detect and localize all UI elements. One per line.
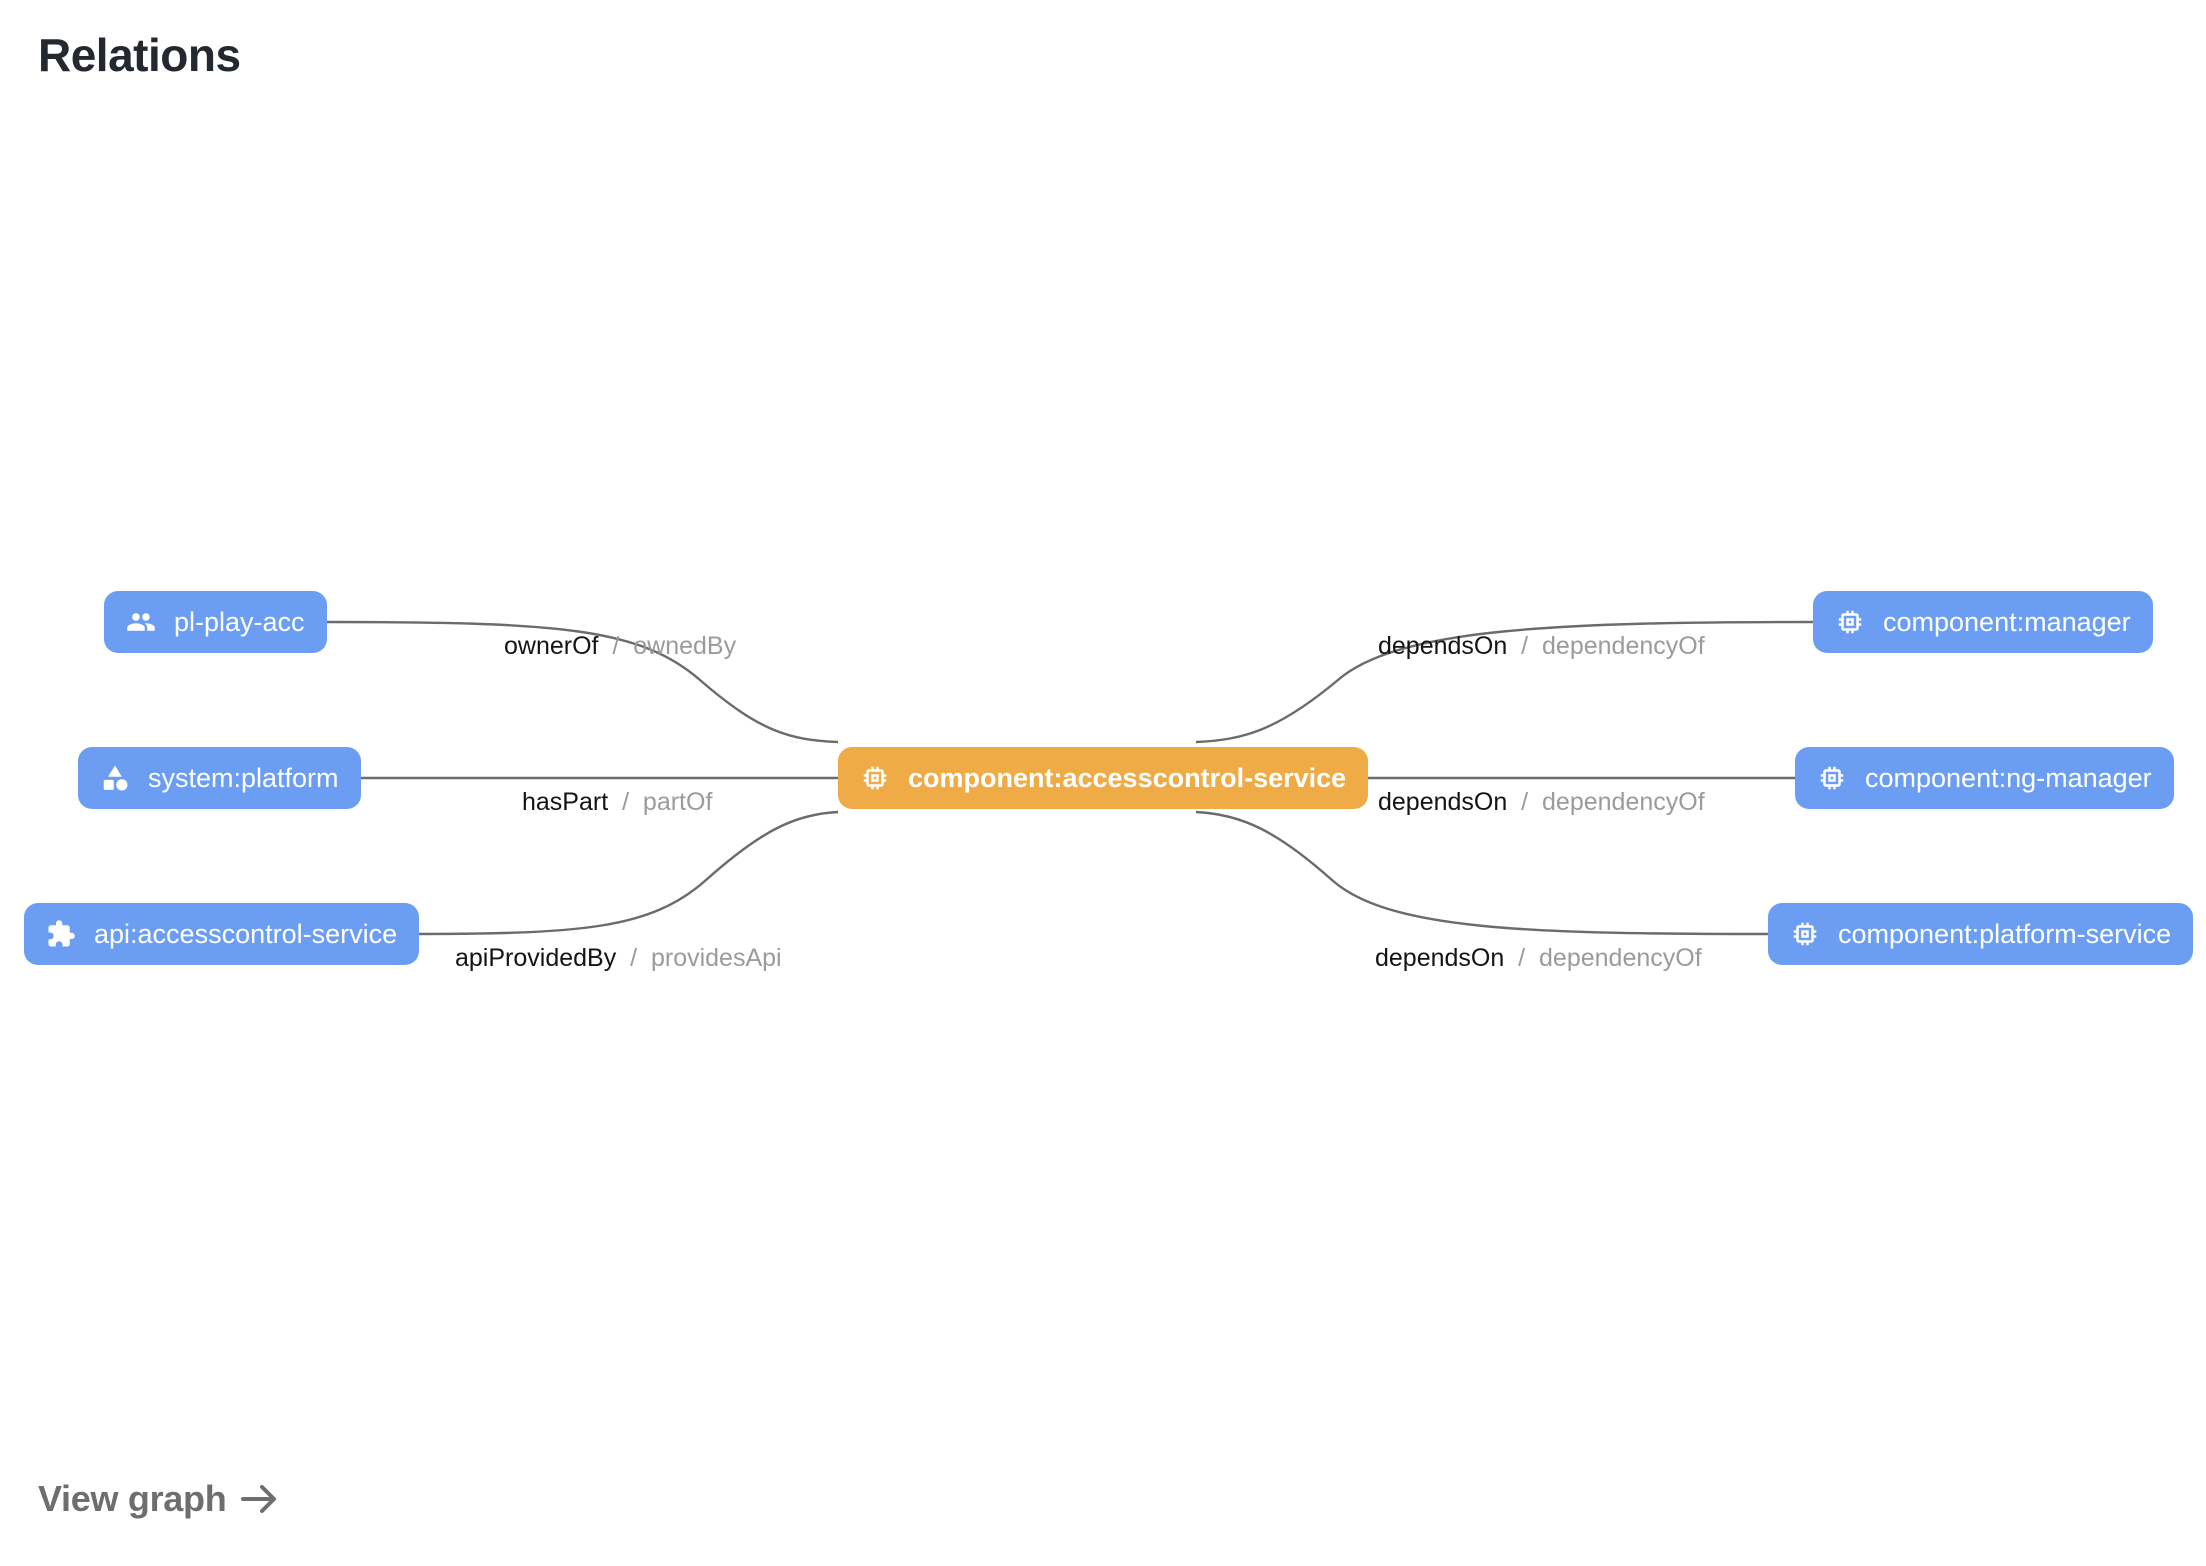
edge-label-forward: dependsOn bbox=[1378, 632, 1508, 660]
edge-label-dependsOn-platform-service: dependsOn / dependencyOf bbox=[1375, 946, 1702, 971]
graph-node-label: component:accesscontrol-service bbox=[908, 762, 1347, 793]
edge-label-forward: hasPart bbox=[522, 788, 609, 816]
graph-node-component-platform-service[interactable]: component:platform-service bbox=[1768, 903, 2194, 965]
edge-label-separator: / bbox=[615, 788, 636, 816]
edge-label-reverse: dependencyOf bbox=[1542, 632, 1705, 660]
edge-label-reverse: ownedBy bbox=[633, 632, 737, 660]
graph-node-system-platform[interactable]: system:platform bbox=[78, 747, 361, 809]
graph-node-label: pl-play-acc bbox=[174, 606, 305, 637]
graph-node-label: component:manager bbox=[1883, 606, 2131, 637]
page-title: Relations bbox=[38, 29, 241, 81]
edge-label-separator: / bbox=[1514, 632, 1536, 660]
graph-node-component-accesscontrol-service-focus[interactable]: component:accesscontrol-service bbox=[838, 747, 1369, 809]
edge-path-dependsOn-manager bbox=[1195, 620, 1814, 744]
edge-label-separator: / bbox=[1511, 944, 1533, 972]
edge-label-hasPart: hasPart / partOf bbox=[522, 790, 712, 815]
arrow-right-icon bbox=[240, 1482, 280, 1516]
puzzle-extension-icon bbox=[46, 919, 76, 949]
edge-label-separator: / bbox=[1514, 788, 1536, 816]
group-people-icon bbox=[126, 607, 156, 637]
edge-label-reverse: providesApi bbox=[650, 944, 782, 972]
edge-label-forward: ownerOf bbox=[504, 632, 599, 660]
edge-label-dependsOn-manager: dependsOn / dependencyOf bbox=[1378, 634, 1705, 659]
edge-path-ownerOf bbox=[326, 620, 839, 744]
graph-node-label: component:platform-service bbox=[1838, 918, 2172, 949]
memory-chip-icon bbox=[1835, 607, 1865, 637]
graph-node-component-manager[interactable]: component:manager bbox=[1813, 591, 2153, 653]
edge-label-reverse: dependencyOf bbox=[1542, 788, 1705, 816]
memory-chip-icon bbox=[1790, 919, 1820, 949]
graph-node-label: component:ng-manager bbox=[1865, 762, 2152, 793]
edge-label-separator: / bbox=[605, 632, 627, 660]
view-graph-label: View graph bbox=[38, 1478, 227, 1519]
edge-path-dependsOn-platform-service bbox=[1195, 810, 1769, 936]
graph-node-label: system:platform bbox=[148, 762, 339, 793]
edge-label-separator: / bbox=[623, 944, 645, 972]
edge-label-forward: dependsOn bbox=[1375, 944, 1505, 972]
graph-node-api-accesscontrol-service[interactable]: api:accesscontrol-service bbox=[24, 903, 420, 965]
memory-chip-icon bbox=[860, 763, 890, 793]
edge-label-forward: apiProvidedBy bbox=[455, 944, 617, 972]
edge-label-reverse: partOf bbox=[642, 788, 713, 816]
graph-node-label: api:accesscontrol-service bbox=[94, 918, 398, 949]
edge-label-ownerOf: ownerOf / ownedBy bbox=[504, 634, 736, 659]
edge-path-apiProvidedBy bbox=[403, 810, 839, 936]
category-shapes-icon bbox=[100, 763, 130, 793]
edge-label-forward: dependsOn bbox=[1378, 788, 1508, 816]
memory-chip-icon bbox=[1817, 763, 1847, 793]
edge-label-dependsOn-ng-manager: dependsOn / dependencyOf bbox=[1378, 790, 1705, 815]
edge-label-apiProvidedBy: apiProvidedBy / providesApi bbox=[455, 946, 782, 971]
edge-label-reverse: dependencyOf bbox=[1539, 944, 1702, 972]
view-graph-link[interactable]: View graph bbox=[38, 1478, 280, 1520]
graph-node-pl-play-acc[interactable]: pl-play-acc bbox=[104, 591, 327, 653]
graph-node-component-ng-manager[interactable]: component:ng-manager bbox=[1795, 747, 2174, 809]
